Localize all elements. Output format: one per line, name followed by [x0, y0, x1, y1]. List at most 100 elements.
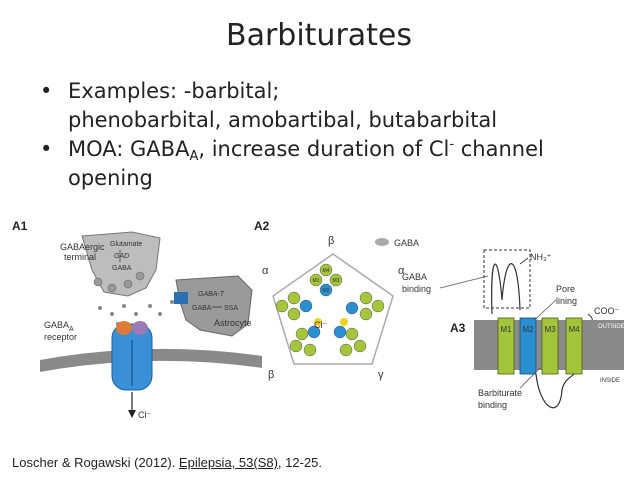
pentamer-center-label: Cl⁻ [314, 320, 327, 330]
vesicle [135, 271, 145, 281]
gaba-dot [134, 312, 138, 316]
receptor-label-1: GABAA [44, 320, 74, 333]
helix-m3 [329, 273, 343, 287]
helix-m2 [299, 299, 313, 313]
helix-label: M2 [323, 288, 330, 294]
chloride-arrowhead [128, 410, 136, 418]
gaba-binding-label-1: GABA [402, 272, 427, 282]
terminal-label-2: terminal [64, 252, 96, 262]
helix-label: M1 [313, 278, 320, 284]
subunit-label-alpha-left: α [262, 265, 269, 277]
extracellular-loop [491, 263, 521, 315]
citation-journal-link[interactable]: Epilepsia, 53(S8), [178, 455, 282, 470]
bullet-dot: • [40, 79, 53, 103]
a3-helix-label: M3 [544, 325, 556, 334]
terminal-label-1: GABAergic [60, 242, 105, 252]
gaba-legend-swatch [375, 238, 389, 246]
gaba-transporter [174, 292, 188, 304]
helix-m4 [289, 339, 303, 353]
ssa-label: SSA [224, 305, 238, 312]
intracellular-loop [535, 373, 575, 409]
inside-label: INSIDE [600, 378, 620, 384]
helix-m4 [287, 291, 301, 305]
barbiturate-binding-label-1: Barbiturate [478, 388, 522, 398]
panel-label-a1: A1 [12, 219, 28, 233]
gaba-vesicles [93, 271, 145, 293]
subunit-label-alpha-right: α [398, 265, 405, 277]
vesicle [123, 279, 133, 289]
moa-subscript: A [189, 149, 199, 164]
outside-label: OUTSIDE [598, 324, 625, 330]
pore-lining-label-2: lining [556, 296, 577, 306]
a3-helix-labels: M1 M2 M3 M4 [500, 325, 580, 334]
helix-m3 [287, 307, 301, 321]
chloride-label: Cl⁻ [138, 410, 151, 420]
moa-superscript: - [449, 137, 455, 152]
pentamer-subunits [275, 263, 385, 357]
bullet-examples: • Examples: -barbital; phenobarbital, am… [40, 77, 630, 135]
gaba-binding-site [314, 318, 322, 326]
a3-helix-m1 [497, 317, 515, 375]
gaba-binding-site [340, 318, 348, 326]
gaba-binding-box [483, 249, 531, 309]
helix-m1 [275, 299, 289, 313]
helix-m2 [307, 325, 321, 339]
helix-m3 [339, 343, 353, 357]
vesicle [93, 277, 103, 287]
bullet-moa: • MOA: GABAA, increase duration of Cl- c… [40, 135, 630, 193]
receptor-label-2: receptor [44, 332, 77, 342]
gaba-dot [122, 304, 126, 308]
coo-label: COO⁻ [594, 306, 620, 316]
astrocyte [175, 275, 253, 337]
gaba-label: GABA [112, 265, 132, 272]
panel-label-a3: A3 [450, 321, 466, 335]
helix-m1 [359, 291, 373, 305]
bullet-examples-line1: Examples: -barbital; [68, 79, 280, 103]
slide-title: Barbiturates [225, 18, 413, 53]
helix-m3 [359, 307, 373, 321]
gaba-binding-pointer [439, 275, 489, 289]
citation-authors: Loscher & Rogawski (2012). [12, 455, 179, 470]
gaba-receptor-figure: A1 GABAergic terminal Glutamate GAD GABA… [12, 219, 625, 420]
gaba-binding-label-2: binding [402, 284, 431, 294]
receptor-subunit [116, 321, 132, 335]
a3-helix-label: M1 [500, 325, 512, 334]
gaba-dot [148, 304, 152, 308]
helix-m2 [333, 325, 347, 339]
moa-text-pre: MOA: GABA [68, 137, 190, 161]
a3-helix-label: M2 [522, 325, 534, 334]
gaba-t-label: GABA-T [198, 291, 225, 298]
helix-m2 [345, 301, 359, 315]
a3-helix-label: M4 [568, 325, 580, 334]
bullet-examples-line2: phenobarbital, amobartibal, butabarbital [68, 108, 498, 132]
bullet-dot: • [40, 137, 53, 161]
receptor-subunit [132, 321, 148, 335]
citation-pages: 12-25. [281, 455, 323, 470]
gaba-dot [98, 306, 102, 310]
helix-m1 [345, 327, 359, 341]
helix-m2 [319, 283, 333, 297]
moa-text-post: channel [454, 137, 544, 161]
helix-m4 [353, 339, 367, 353]
gad-label: GAD [114, 253, 129, 260]
subunit-label-gamma: γ [378, 369, 384, 381]
subunit-label-beta-top: β [328, 235, 334, 247]
vesicle [107, 283, 117, 293]
a3-helix-m2 [519, 317, 537, 375]
panel-label-a2: A2 [254, 219, 270, 233]
a3-helix-m3 [541, 317, 559, 375]
helix-m4 [319, 263, 333, 277]
gaba-a-receptor [111, 321, 153, 391]
moa-text-mid: , increase duration of Cl [198, 137, 450, 161]
helix-labels: M4 M1 M3 M2 [313, 268, 340, 294]
gaba-dot [110, 312, 114, 316]
barbiturate-binding-label-2: binding [478, 400, 507, 410]
nh3-pointer [519, 257, 529, 265]
pore-lining-label-1: Pore [556, 284, 575, 294]
helix-label: M4 [323, 268, 330, 274]
helix-m4 [371, 299, 385, 313]
helix-label: M3 [333, 278, 340, 284]
citation: Loscher & Rogawski (2012). Epilepsia, 53… [12, 455, 322, 470]
barbiturate-binding-pointer [519, 367, 541, 389]
gaba-dot [170, 300, 174, 304]
